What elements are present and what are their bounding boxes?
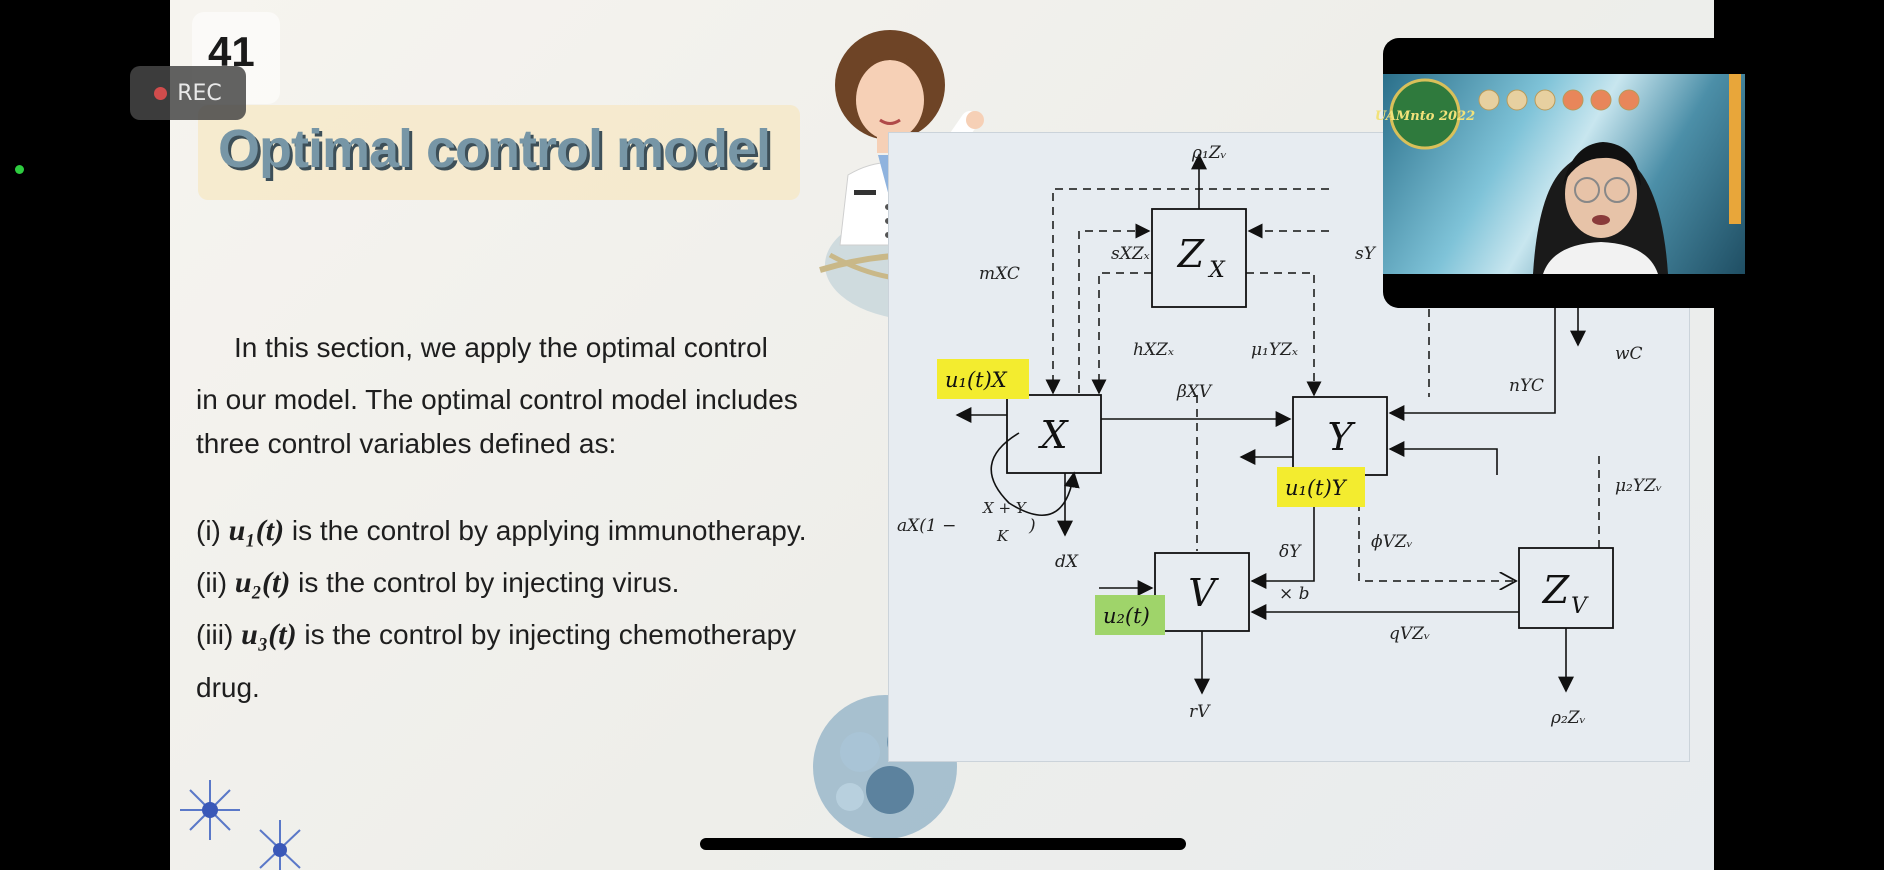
node-zv	[1518, 547, 1614, 629]
node-zx-sub: X	[1207, 258, 1226, 283]
label-rho2: ρ₂Zᵥ	[1550, 708, 1586, 728]
node-zv-label: Z	[1542, 568, 1570, 612]
speaker-icon: UAMnto 2022	[1375, 74, 1741, 274]
highlight-u2	[1095, 595, 1165, 635]
control-item: (ii) u₂(t) is the control by injecting v…	[196, 566, 680, 599]
label-mxc: mXC	[979, 264, 1020, 284]
title-background	[198, 105, 800, 200]
intro-line-1: In this section, we apply the optimal co…	[234, 332, 768, 363]
slide-title: Optimal control model	[218, 119, 771, 179]
highlight-u1x	[937, 359, 1029, 399]
node-zx-label: Z	[1177, 232, 1205, 276]
label-wc: wC	[1615, 344, 1643, 364]
intro-line-3: three control variables defined as:	[196, 428, 617, 459]
label-dy: δY	[1279, 542, 1302, 562]
node-y-label: Y	[1327, 415, 1356, 459]
label-qvz: qVZᵥ	[1389, 624, 1430, 644]
label-u1y: u₁(t)Y	[1285, 476, 1348, 500]
control-item-tail: drug.	[196, 672, 260, 703]
label-sxz: sXZₓ	[1111, 244, 1150, 264]
label-rho1: ρ₁Zᵥ	[1191, 143, 1227, 163]
intro-line-2: in our model. The optimal control model …	[196, 384, 798, 415]
label-ax: aX(1 −	[897, 516, 956, 536]
label-u1x: u₁(t)X	[945, 368, 1008, 392]
node-zx	[1151, 208, 1247, 308]
label-nyc: nYC	[1509, 376, 1544, 396]
node-x-label: X	[1037, 413, 1069, 457]
label-rv: rV	[1189, 702, 1211, 722]
control-item: (iii) u₃(t) is the control by injecting …	[196, 618, 797, 651]
node-y	[1292, 396, 1388, 476]
node-v-label: V	[1188, 571, 1219, 615]
label-sy: sY	[1355, 244, 1377, 264]
highlight-u1y	[1277, 467, 1365, 507]
control-variable: u₂(t)	[234, 566, 291, 599]
presenter-video[interactable]: UAMnto 2022	[1375, 38, 1745, 308]
diagram-canvas: Z X X Y V Z V	[897, 143, 1662, 728]
label-mu1: μ₁YZₓ	[1251, 340, 1298, 360]
label-u2: u₂(t)	[1103, 604, 1150, 628]
label-frac-close: )	[1028, 516, 1036, 536]
recording-label: REC	[177, 80, 222, 106]
video-banner-text: UAMnto 2022	[1375, 109, 1475, 124]
label-phi: ϕVZᵥ	[1371, 532, 1413, 552]
control-variable: u₃(t)	[241, 618, 297, 651]
recording-indicator[interactable]: REC	[130, 66, 246, 120]
node-zv-sub: V	[1571, 594, 1589, 619]
label-bxv: βXV	[1176, 382, 1213, 402]
node-v	[1154, 552, 1250, 632]
video-frame: UAMnto 2022	[1375, 74, 1745, 274]
record-dot-icon	[154, 86, 168, 100]
label-frac-num: X + Y	[982, 499, 1028, 517]
label-mu2: μ₂YZᵥ	[1615, 476, 1662, 496]
label-frac-den: K	[996, 527, 1009, 545]
status-dot	[15, 165, 24, 174]
label-hxz: hXZₓ	[1133, 340, 1174, 360]
label-dx: dX	[1055, 552, 1079, 572]
home-indicator[interactable]	[700, 838, 1186, 850]
control-variable: u₁(t)	[228, 514, 285, 547]
decorative-sparkle-icon	[180, 780, 301, 870]
control-item: (i) u₁(t) is the control by applying imm…	[196, 514, 807, 547]
node-x	[1006, 394, 1102, 474]
label-xb: × b	[1279, 584, 1310, 604]
